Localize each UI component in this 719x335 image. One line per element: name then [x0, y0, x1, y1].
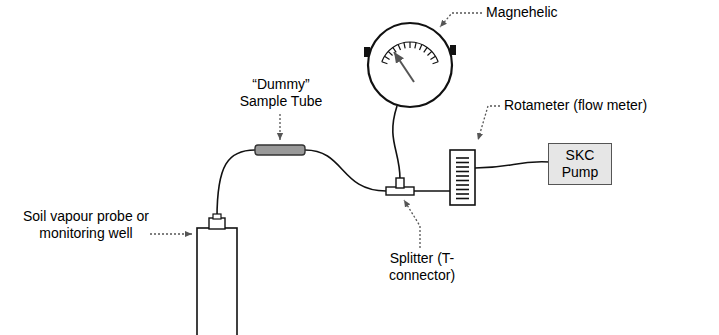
probe-fitting [213, 214, 221, 219]
scale-tick [393, 47, 396, 52]
scale-tick [456, 175, 469, 177]
scale-tick [424, 47, 427, 52]
scale-tick [415, 43, 416, 49]
probe-cap [209, 218, 225, 229]
scale-tick [456, 180, 469, 182]
scale-tick [456, 162, 469, 164]
scale-tick [427, 51, 431, 55]
rotameter-scale [456, 158, 469, 199]
sample-tube [255, 145, 305, 155]
pump-box: SKC Pump [548, 143, 612, 185]
leader-line [150, 13, 500, 248]
probe-well [197, 228, 237, 335]
scale-tick [456, 184, 469, 186]
scale-tick [420, 44, 422, 50]
splitter-label: Splitter (T-connector) [374, 250, 470, 284]
scale-tick [433, 62, 439, 64]
rotameter-body [450, 150, 475, 205]
gauge-dial [368, 23, 452, 107]
scale-tick [456, 189, 469, 191]
scale-tick [430, 56, 435, 59]
scale-tick [409, 42, 410, 48]
scale-tick [456, 171, 469, 173]
scale-tick [456, 193, 469, 195]
scale-tick [384, 56, 389, 59]
scale-tick [456, 198, 469, 200]
rotameter-label: Rotameter (flow meter) [504, 97, 674, 114]
scale-tick [456, 166, 469, 168]
scale-tick [382, 62, 388, 64]
scale-tick [456, 157, 469, 159]
gauge-needle [394, 52, 414, 82]
scale-tick [388, 51, 392, 55]
scale-tick [404, 43, 405, 49]
sample-tube-label: “Dummy” Sample Tube [236, 76, 326, 110]
scale-tick [398, 44, 400, 50]
scale-arc [382, 42, 438, 62]
pump-label: SKC Pump [554, 147, 606, 181]
splitter-stem [396, 178, 404, 188]
probe-label: Soil vapour probe or monitoring well [22, 208, 150, 242]
magnehelic-label: Magnehelic [486, 4, 576, 21]
tubing [217, 106, 550, 218]
gauge-scale [382, 42, 438, 64]
